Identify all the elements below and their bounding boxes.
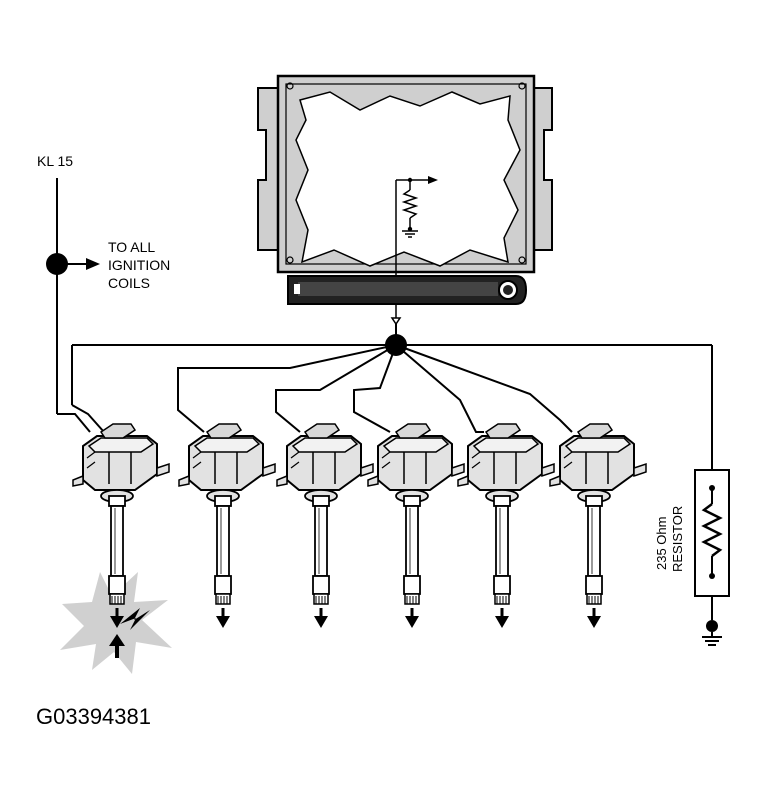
resistor-icon — [694, 469, 730, 597]
ecu-module-icon — [257, 74, 553, 326]
ignition-coil-icon — [276, 423, 374, 630]
ignition-coil-icon — [367, 423, 465, 630]
ecu-junction-dot — [385, 334, 407, 356]
to-all-arrow-icon — [86, 258, 100, 270]
supply-label: KL 15 — [37, 153, 73, 169]
ignition-coil-icon — [178, 423, 276, 630]
to-all-label-line3: COILS — [108, 275, 150, 291]
resistor-value-label: 235 Ohm — [654, 517, 669, 570]
to-all-label-line2: IGNITION — [108, 257, 170, 273]
figure-code: G03394381 — [36, 704, 151, 729]
ignition-coil-icon — [549, 423, 647, 630]
wiring-harness — [56, 178, 713, 620]
ignition-coil-icon — [457, 423, 555, 630]
to-all-label-line1: TO ALL — [108, 239, 155, 255]
ignition-coil-icon — [72, 423, 170, 630]
resistor-name-label: RESISTOR — [670, 506, 685, 572]
supply-junction-dot — [46, 253, 68, 275]
ground-icon — [702, 620, 722, 646]
